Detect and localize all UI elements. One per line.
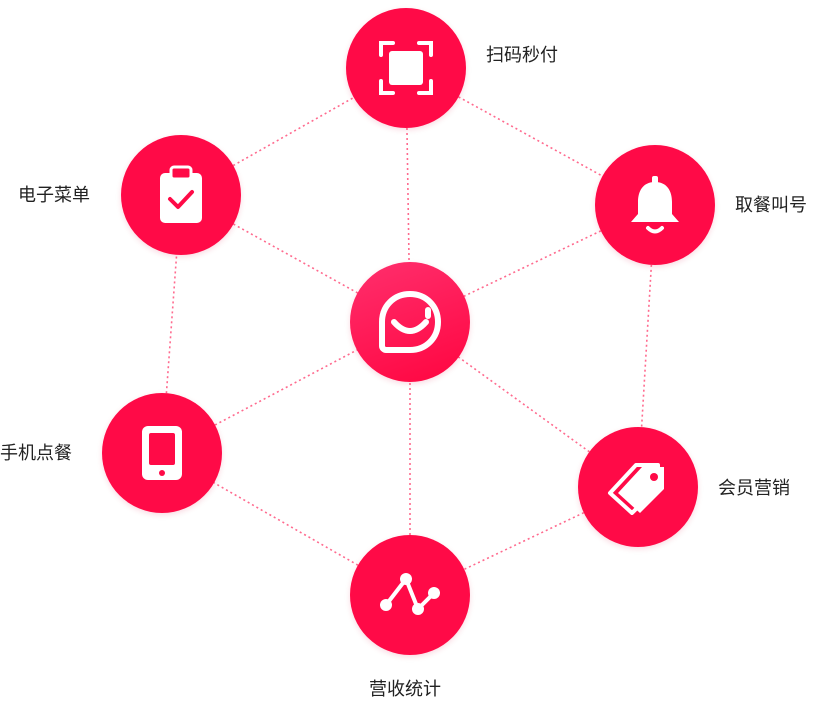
tags-icon <box>606 459 670 515</box>
line-chart-icon <box>378 571 442 619</box>
feature-label-call: 取餐叫号 <box>735 195 807 216</box>
feature-node-call[interactable] <box>595 145 715 265</box>
smile-chat-icon <box>374 286 446 358</box>
feature-node-mobile[interactable] <box>102 393 222 513</box>
feature-node-member[interactable] <box>578 427 698 547</box>
feature-label-member: 会员营销 <box>718 478 790 499</box>
center-node <box>350 262 470 382</box>
feature-label-menu: 电子菜单 <box>18 185 90 206</box>
feature-label-stats: 营收统计 <box>369 679 441 700</box>
feature-node-stats[interactable] <box>350 535 470 655</box>
clipboard-check-icon <box>156 165 206 225</box>
bell-icon <box>627 174 683 236</box>
feature-node-menu[interactable] <box>121 135 241 255</box>
link-menu-center <box>180 194 411 323</box>
feature-node-scan[interactable] <box>346 8 466 128</box>
scan-frame-icon <box>377 39 435 97</box>
feature-label-scan: 扫码秒付 <box>486 45 558 66</box>
tablet-icon <box>140 424 184 482</box>
feature-label-mobile: 手机点餐 <box>0 443 72 464</box>
